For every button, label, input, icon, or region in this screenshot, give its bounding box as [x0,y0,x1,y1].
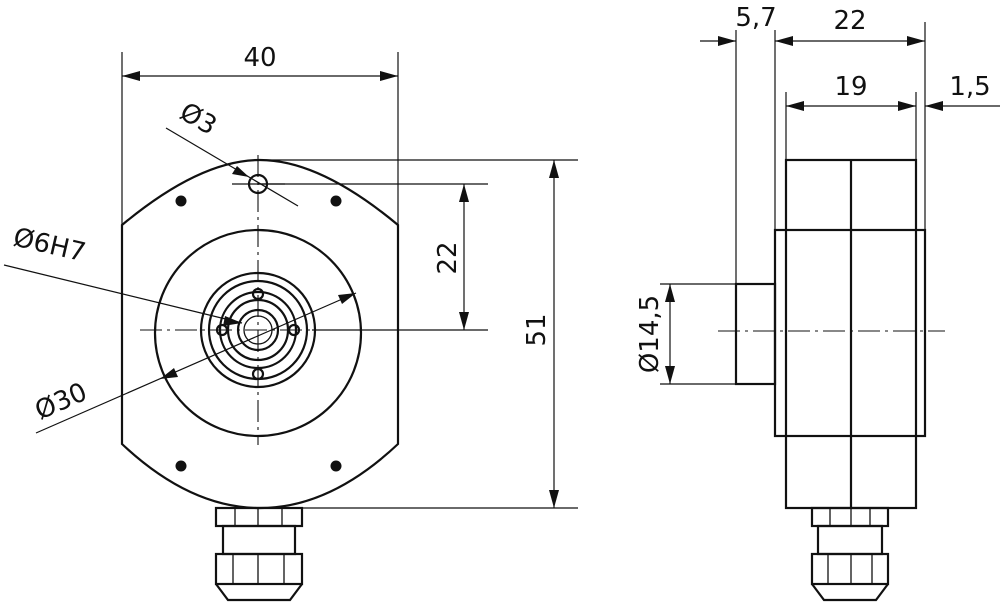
side-view: 5,7 22 19 1,5 Ø14,5 [635,3,1000,602]
collar-dia-dim-label: Ø14,5 [635,295,665,373]
width-dim-label: 40 [243,43,276,73]
collar-dim-label: 5,7 [735,3,776,33]
body-dim-label: 19 [834,72,867,102]
cable-gland-front [214,506,304,602]
mount-hole-br [330,460,342,472]
housing-outline [120,158,400,510]
mount-hole-tr [330,195,342,207]
front-view: 40 Ø3 22 51 Ø6H7 Ø30 [3,43,578,602]
side-collar [734,282,777,386]
mount-hole-tl [175,195,187,207]
step-dim-label: 1,5 [949,72,990,102]
height-dim-label: 51 [522,313,552,346]
hole-distance-dim-label: 22 [433,241,463,274]
shaft-dim-label: Ø6H7 [10,223,88,269]
cable-gland-side [810,506,890,602]
hole-dia-dim-label: Ø3 [175,97,222,141]
mount-hole-bl [175,460,187,472]
depth-dim-label: 22 [833,6,866,36]
flange-dim-label: Ø30 [31,377,92,426]
